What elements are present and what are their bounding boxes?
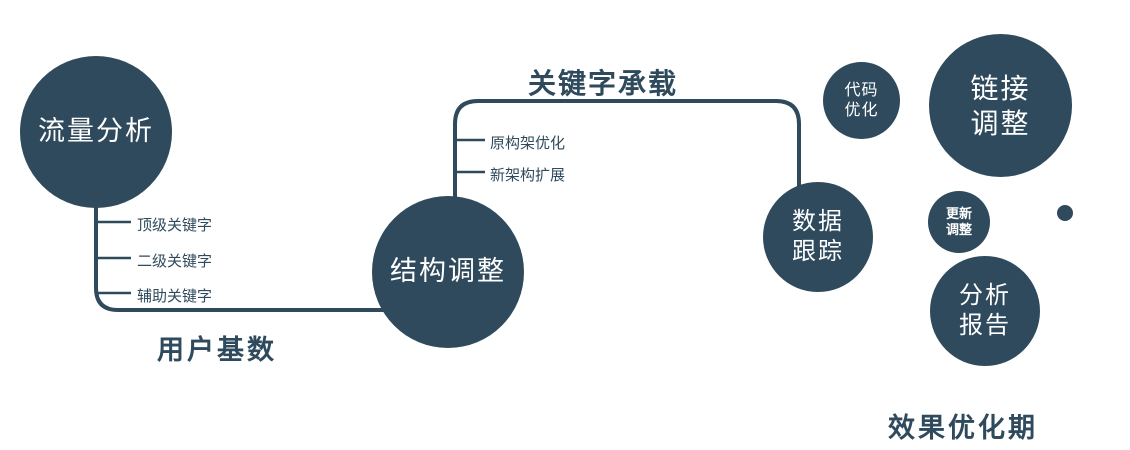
edge-label-effect-optimization-period: 效果优化期 [888,413,1038,443]
edge-traffic-to-structure [94,160,392,312]
node-traffic-analysis-label: 流量分析 [38,116,154,147]
node-data-tracking-label-line2: 跟踪 [792,238,844,265]
node-data-tracking-label-line1: 数据 [792,208,844,235]
node-code-optimization: 代码 优化 [823,62,900,139]
node-update-adjustment-label-line2: 调整 [945,222,972,237]
node-structure-adjustment: 结构调整 [372,196,524,348]
edge-label-user-base: 用户基数 [157,335,277,365]
node-analysis-report-label-line1: 分析 [959,282,1011,309]
edge-label-keyword-bearing: 关键字承载 [528,68,679,99]
node-link-adjustment-label-line1: 链接 [970,72,1031,104]
node-data-tracking: 数据 跟踪 [763,182,873,292]
branch-label-new-framework-expansion: 新架构扩展 [490,167,566,184]
node-analysis-report: 分析 报告 [930,256,1040,366]
node-analysis-report-label-line2: 报告 [959,312,1011,339]
node-link-adjustment-label-line2: 调整 [970,107,1031,139]
branch-label-top-keywords: 顶级关键字 [137,217,213,234]
node-structure-adjustment-label: 结构调整 [390,256,506,287]
branch-label-original-framework-optimization: 原构架优化 [490,135,566,152]
node-link-adjustment: 链接 调整 [929,34,1072,177]
branch-label-secondary-keywords: 二级关键字 [137,253,213,270]
node-update-adjustment-label-line1: 更新 [945,205,972,221]
node-code-optimization-label-line2: 优化 [844,101,879,119]
node-small-dot [1057,205,1073,221]
node-traffic-analysis: 流量分析 [20,56,172,208]
branch-label-auxiliary-keywords: 辅助关键字 [137,288,213,305]
edge-structure-to-tracking [453,99,801,244]
node-code-optimization-label-line1: 代码 [844,81,879,99]
node-update-adjustment: 更新 调整 [928,191,990,253]
